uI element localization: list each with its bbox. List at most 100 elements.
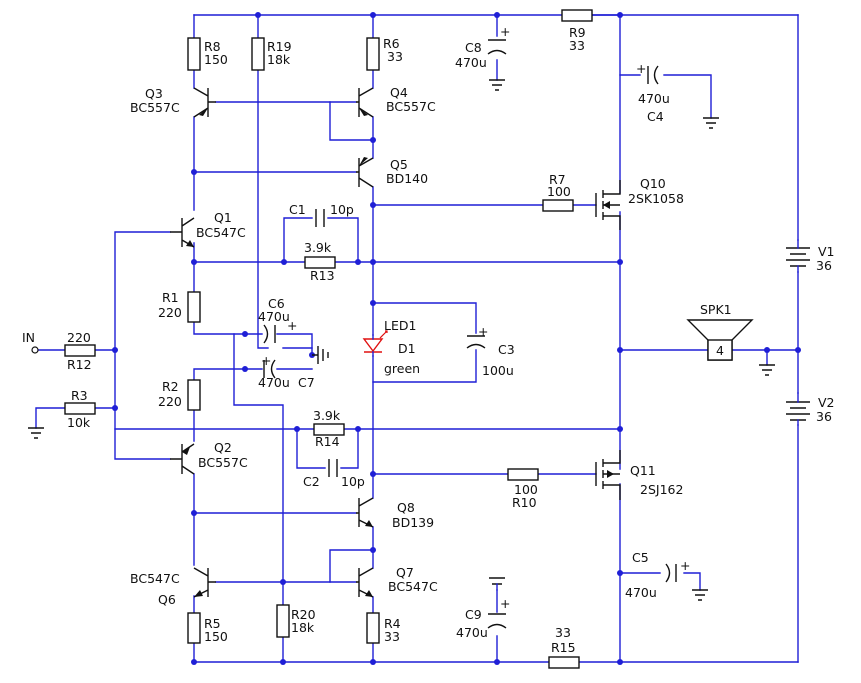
- transistors: [170, 87, 374, 598]
- label-r10-name: R10: [512, 495, 537, 510]
- transistor-q2: [170, 443, 195, 475]
- label-q10-part: 2SK1058: [628, 191, 684, 206]
- label-r10-value: 100: [514, 482, 538, 497]
- input-terminal: [31, 346, 39, 354]
- label-c6-name: C6: [268, 296, 285, 311]
- resistor-r12: [64, 344, 96, 357]
- label-q1-name: Q1: [214, 210, 232, 225]
- label-r8-name: R8: [204, 39, 221, 54]
- resistor-r8: [187, 37, 201, 71]
- transistor-q7: [356, 567, 374, 598]
- capacitor-c8: [487, 39, 507, 55]
- label-c4-plus: +: [636, 61, 646, 76]
- label-r8-value: 150: [204, 52, 228, 67]
- label-r5-value: 150: [204, 629, 228, 644]
- label-c9-plus: +: [500, 596, 510, 611]
- capacitor-c6: [263, 324, 276, 344]
- label-c8-name: C8: [465, 40, 482, 55]
- label-r2-name: R2: [162, 379, 179, 394]
- label-led-name: LED1: [384, 318, 416, 333]
- resistor-r14: [313, 423, 345, 436]
- label-q7-part: BC547C: [388, 579, 438, 594]
- label-c5-name: C5: [632, 550, 649, 565]
- label-q10-name: Q10: [640, 176, 666, 191]
- label-r20-value: 18k: [291, 620, 315, 635]
- resistor-r5: [187, 612, 201, 644]
- transistor-q6: [193, 567, 216, 598]
- mosfet-q11: [595, 450, 621, 500]
- label-c3-value: 100u: [482, 363, 514, 378]
- mosfets: [595, 180, 621, 500]
- label-led-ref: D1: [398, 341, 416, 356]
- label-c2-name: C2: [303, 474, 320, 489]
- label-q2-part: BC557C: [198, 455, 248, 470]
- label-r9-name: R9: [569, 25, 586, 40]
- resistor-r13: [304, 256, 336, 269]
- label-r19-value: 18k: [267, 52, 291, 67]
- label-c4-name: C4: [647, 109, 664, 124]
- battery-v1: [786, 239, 810, 273]
- label-r4-name: R4: [384, 616, 401, 631]
- capacitors: [263, 39, 677, 629]
- label-v2-name: V2: [818, 395, 835, 410]
- capacitor-c7: [263, 359, 276, 379]
- resistor-r9: [561, 9, 593, 22]
- label-spk-name: SPK1: [700, 302, 732, 317]
- label-r15-name: R15: [551, 640, 576, 655]
- label-r1-name: R1: [162, 290, 179, 305]
- junction-dots: [112, 12, 801, 665]
- label-q3-name: Q3: [145, 86, 163, 101]
- label-c7-value: 470u: [258, 375, 290, 390]
- label-r7-name: R7: [549, 172, 566, 187]
- resistor-r10: [507, 468, 539, 481]
- resistor-r7: [542, 199, 574, 212]
- label-r6-name: R6: [383, 36, 400, 51]
- led-d1: [362, 330, 388, 357]
- battery-v2: [786, 392, 810, 426]
- label-c2-value: 10p: [341, 474, 365, 489]
- label-r14-value: 3.9k: [313, 408, 341, 423]
- transistor-q5: [356, 157, 374, 188]
- label-q11-part: 2SJ162: [640, 482, 683, 497]
- label-spk-value: 4: [716, 343, 724, 358]
- label-r19-name: R19: [267, 39, 292, 54]
- label-r3-name: R3: [71, 388, 88, 403]
- label-q3-part: BC557C: [130, 100, 180, 115]
- label-c5-plus: +: [680, 558, 690, 573]
- label-r6-value: 33: [387, 49, 403, 64]
- label-q6-part: BC547C: [130, 571, 180, 586]
- label-q5-name: Q5: [390, 157, 408, 172]
- label-c4-value: 470u: [638, 91, 670, 106]
- capacitor-c3: [466, 335, 486, 349]
- label-r7-value: 100: [547, 184, 571, 199]
- transistor-q4: [356, 87, 374, 118]
- capacitor-c2: [328, 459, 338, 477]
- capacitor-c1: [315, 209, 325, 227]
- label-q4-part: BC557C: [386, 99, 436, 114]
- capacitor-c5: [665, 563, 677, 583]
- label-q8-name: Q8: [397, 500, 415, 515]
- label-c5-value: 470u: [625, 585, 657, 600]
- label-q7-name: Q7: [396, 565, 414, 580]
- label-c8-value: 470u: [455, 55, 487, 70]
- resistor-r20: [276, 604, 290, 638]
- resistors: [64, 9, 593, 669]
- label-c1-name: C1: [289, 202, 306, 217]
- label-r5-name: R5: [204, 616, 221, 631]
- label-r4-value: 33: [384, 629, 400, 644]
- label-c7-name: C7: [298, 375, 315, 390]
- resistor-r2: [187, 379, 201, 411]
- label-r12-name: R12: [67, 357, 92, 372]
- resistor-r4: [366, 612, 380, 644]
- ground-symbols: [28, 79, 775, 601]
- label-q5-part: BD140: [386, 171, 428, 186]
- label-r2-value: 220: [158, 394, 182, 409]
- label-r15-value: 33: [555, 625, 571, 640]
- label-q6-name: Q6: [158, 592, 176, 607]
- label-v1-value: 36: [816, 258, 832, 273]
- wires: [35, 14, 799, 663]
- label-r9-value: 33: [569, 38, 585, 53]
- label-r14-name: R14: [315, 434, 340, 449]
- transistor-q3: [193, 87, 216, 118]
